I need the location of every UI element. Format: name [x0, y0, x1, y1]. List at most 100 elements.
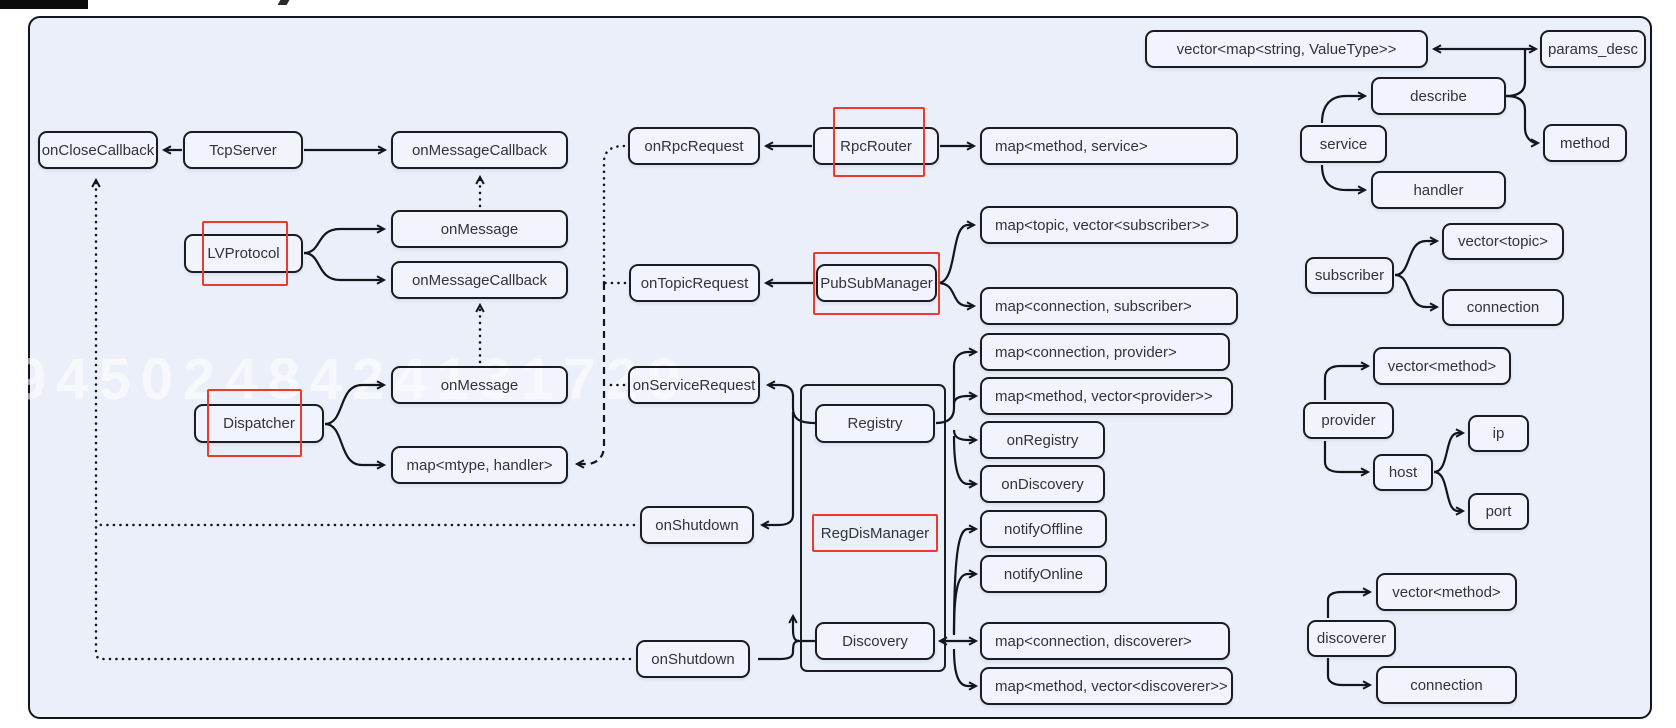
node-vectormethod1: vector<method> — [1373, 347, 1511, 385]
edge-host-to-port — [1433, 470, 1466, 516]
edge-registry-to-onregistry — [952, 429, 979, 445]
node-label-onregistry: onRegistry — [1006, 431, 1079, 449]
edge-registry-to-mapmethodvecprovider — [952, 391, 979, 405]
edge-describe-to-paramsdesc — [1505, 49, 1527, 98]
node-onmessagecallback1: onMessageCallback — [391, 131, 568, 169]
node-label-mapmethodvecdiscoverer: map<method, vector<discoverer>> — [995, 677, 1228, 695]
node-label-notifyoffline: notifyOffline — [1004, 520, 1083, 538]
edge-discovery-to-mapmethodvecdiscoverer — [952, 648, 979, 691]
node-method: method — [1543, 124, 1627, 162]
node-onclosecallback: onCloseCallback — [38, 131, 158, 169]
node-onshutdown2: onShutdown — [636, 640, 750, 678]
node-subscriber: subscriber — [1305, 257, 1394, 294]
edge-lvprotocol-to-onmessagecallback2 — [303, 251, 387, 285]
node-label-onmessagecallback1: onMessageCallback — [411, 141, 548, 159]
edge-provider-to-vectormethod1 — [1323, 361, 1371, 400]
edge-discoverer-to-vectormethod2 — [1326, 587, 1373, 618]
edge-onshutdown2-to-onclosecallback — [94, 521, 632, 661]
node-service: service — [1300, 125, 1387, 163]
node-label-maptopicvecsub: map<topic, vector<subscriber>> — [995, 216, 1210, 234]
node-label-onclosecallback: onCloseCallback — [41, 141, 155, 159]
node-onrpcrequest: onRpcRequest — [628, 127, 760, 165]
edge-host-to-ip — [1433, 428, 1466, 474]
node-onregistry: onRegistry — [980, 421, 1105, 459]
node-host: host — [1373, 454, 1433, 491]
edge-dispatcher-to-mapmtypehandler — [324, 422, 387, 470]
node-label-lvprotocol: LVProtocol — [207, 245, 280, 262]
node-label-mapmethodvecprovider: map<method, vector<provider>> — [995, 387, 1213, 405]
node-label-service: service — [1319, 135, 1368, 153]
edge-describe-to-method — [1505, 94, 1541, 148]
edge-service-to-describe — [1320, 91, 1368, 124]
node-label-mapmtypehandler: map<mtype, handler> — [406, 456, 553, 474]
node-label-mapconnprovider: map<connection, provider> — [995, 343, 1177, 361]
node-mapconnsub: map<connection, subscriber> — [980, 287, 1238, 325]
node-onservicerequest: onServiceRequest — [628, 366, 760, 404]
node-label-method: method — [1559, 134, 1611, 152]
node-label-onshutdown1: onShutdown — [655, 516, 739, 534]
node-pubsubmanager: PubSubManager — [816, 264, 937, 302]
edge-subscriber-to-vectortopic — [1394, 236, 1440, 277]
node-label-onshutdown2: onShutdown — [651, 650, 735, 668]
node-label-registry: Registry — [847, 415, 903, 432]
node-discoverer: discoverer — [1307, 620, 1396, 657]
node-vectormethod2: vector<method> — [1376, 573, 1517, 611]
node-tcpserver: TcpServer — [183, 131, 303, 169]
node-maptopicvecsub: map<topic, vector<subscriber>> — [980, 206, 1238, 244]
node-label-discovery: Discovery — [842, 632, 908, 650]
node-mapmethodvecdiscoverer: map<method, vector<discoverer>> — [980, 667, 1233, 705]
node-dispatcher: Dispatcher — [194, 404, 324, 443]
edge-service-to-handler — [1320, 164, 1368, 195]
node-mapconnprovider: map<connection, provider> — [980, 333, 1230, 371]
node-mapmethodvecprovider: map<method, vector<provider>> — [980, 377, 1233, 415]
node-label-ontopicrequest: onTopicRequest — [640, 274, 749, 292]
node-regdismanager: RegDisManager — [812, 514, 938, 552]
node-vectormap: vector<map<string, ValueType>> — [1145, 30, 1428, 68]
node-label-vectormethod2: vector<method> — [1392, 583, 1501, 601]
node-label-notifyonline: notifyOnline — [1003, 565, 1084, 583]
edge-onshutdown1-to-onclosecallback — [91, 177, 636, 527]
node-onmessage1: onMessage — [391, 210, 568, 248]
node-ontopicrequest: onTopicRequest — [629, 264, 760, 302]
edge-pubsubmanager-to-maptopicvecsub — [937, 220, 977, 285]
edge-discovery-to-notifyoffline — [952, 524, 979, 636]
node-label-regdismanager: RegDisManager — [820, 524, 930, 542]
node-label-dispatcher: Dispatcher — [223, 415, 295, 432]
node-rpcrouter: RpcRouter — [813, 127, 939, 165]
node-connection1: connection — [1442, 289, 1564, 326]
node-registry: Registry — [815, 404, 935, 443]
node-mapmethodservice: map<method, service> — [980, 127, 1238, 165]
node-onmessagecallback2: onMessageCallback — [391, 261, 568, 299]
edge-requests-junction-to-mapmtypehandler — [574, 283, 606, 469]
edge-subscriber-to-connection1 — [1394, 273, 1440, 312]
edge-lvprotocol-to-onmessage1 — [303, 224, 387, 255]
node-notifyoffline: notifyOffline — [980, 510, 1107, 548]
node-mapmtypehandler: map<mtype, handler> — [391, 446, 568, 484]
node-ondiscovery: onDiscovery — [980, 465, 1105, 503]
node-label-mapconndiscoverer: map<connection, discoverer> — [995, 632, 1192, 650]
node-vectortopic: vector<topic> — [1442, 223, 1564, 260]
node-handler: handler — [1371, 171, 1506, 209]
node-connection2: connection — [1376, 666, 1517, 704]
node-label-vectormap: vector<map<string, ValueType>> — [1176, 40, 1397, 58]
node-regdiscontainer — [800, 384, 946, 672]
node-label-paramsdesc: params_desc — [1547, 40, 1639, 58]
edge-registry-to-ondiscovery — [952, 435, 979, 489]
node-port: port — [1468, 493, 1529, 530]
edge-discovery-to-onshutdown2 — [758, 616, 815, 661]
node-label-mapconnsub: map<connection, subscriber> — [995, 297, 1192, 315]
node-ip: ip — [1468, 415, 1529, 452]
node-label-onmessagecallback2: onMessageCallback — [411, 271, 548, 289]
node-label-connection2: connection — [1410, 676, 1483, 694]
node-label-onservicerequest: onServiceRequest — [632, 376, 756, 394]
node-lvprotocol: LVProtocol — [184, 234, 303, 273]
edge-provider-to-host — [1323, 441, 1371, 477]
node-label-subscriber: subscriber — [1314, 267, 1385, 284]
node-paramsdesc: params_desc — [1540, 30, 1646, 68]
node-label-pubsubmanager: PubSubManager — [820, 274, 933, 292]
node-label-host: host — [1388, 464, 1418, 481]
node-label-provider: provider — [1321, 412, 1376, 429]
node-describe: describe — [1371, 77, 1506, 115]
node-notifyonline: notifyOnline — [980, 555, 1107, 593]
